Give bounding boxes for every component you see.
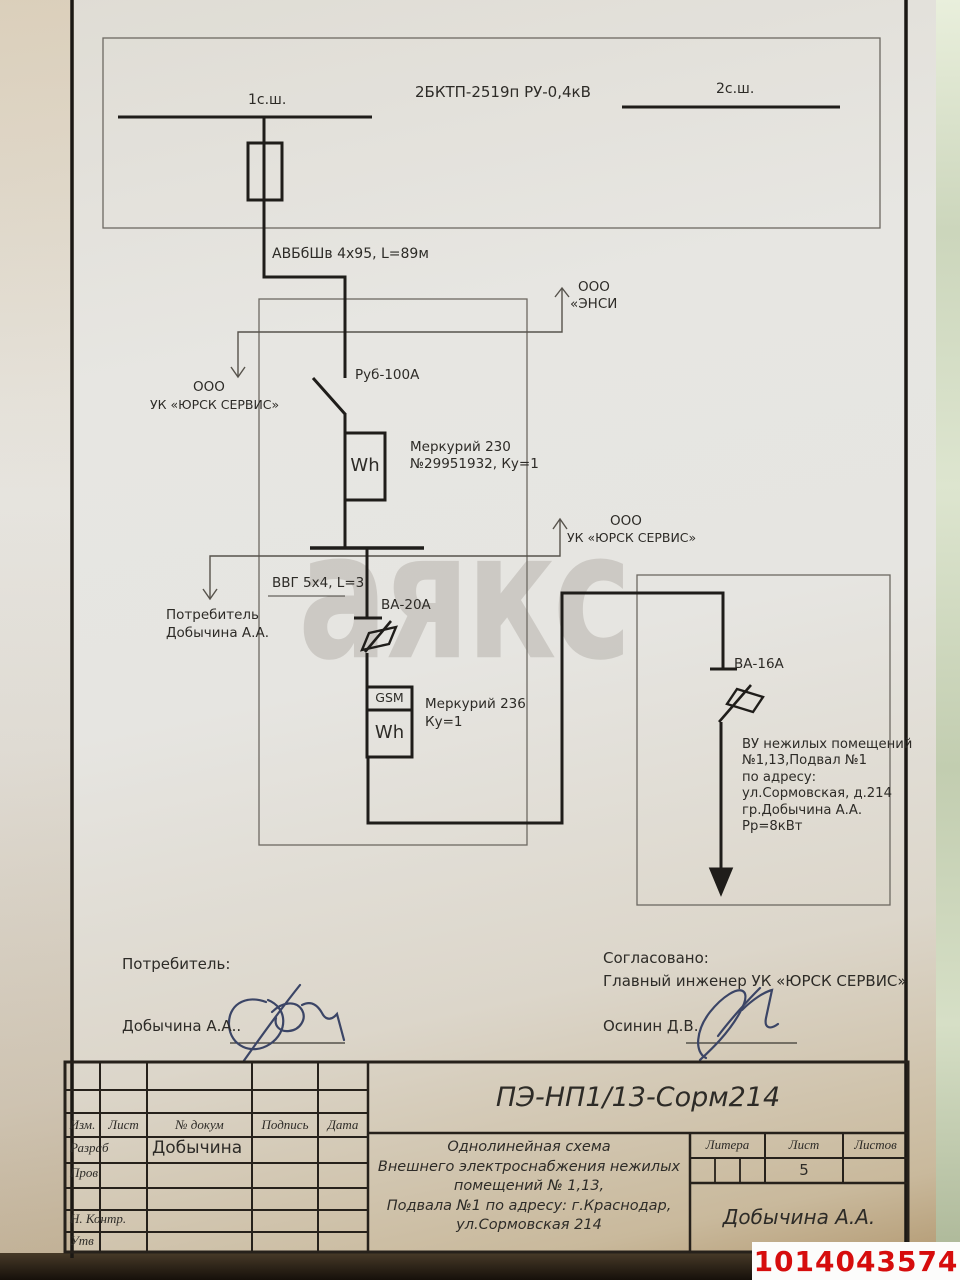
load-line-3: по адресу: — [742, 770, 817, 785]
paper-sheet — [0, 0, 938, 1258]
meter1-serial: №29951932, Ку=1 — [410, 456, 539, 472]
substation-enclosure — [102, 37, 881, 229]
project-title-line-1: Однолинейная схема — [447, 1139, 611, 1155]
boundary-top-right-label-1: ООО — [578, 279, 610, 295]
author-name: Добычина А.А. — [722, 1205, 876, 1229]
load-line-4: ул.Сормовская, д.214 — [742, 786, 892, 801]
meter2-box — [365, 708, 414, 759]
boundary-top-right-arrowhead — [554, 286, 570, 298]
breaker1-label: ВА-20А — [381, 597, 431, 613]
boundary-bottom-right-arrowhead — [552, 517, 568, 530]
boundary-bottom-line — [209, 520, 561, 598]
boundary-top-left-arrowhead — [230, 366, 246, 379]
listov-header: Листов — [854, 1136, 897, 1152]
substation-title: 2БКТП-2519п РУ-0,4кВ — [415, 83, 591, 101]
doc-number: ПЭ-НП1/13-Сорм214 — [495, 1082, 781, 1114]
meter1-wh-label: Wh — [350, 455, 380, 477]
agreed-title: Главный инженер УК «ЮРСК СЕРВИС» — [603, 972, 907, 990]
main-cable-label: АВБбШв 4х95, L=89м — [272, 246, 429, 262]
switch-label: Руб-100А — [355, 367, 420, 383]
feed-to-breaker2-line — [366, 591, 737, 825]
col-header-izm: Изм. — [69, 1116, 96, 1132]
load-line-1: ВУ нежилых помещений — [742, 737, 913, 752]
boundary-bottom-left-label-1: Потребитель — [166, 607, 260, 623]
agreed-name: Осинин Д.В. — [603, 1017, 699, 1035]
circuit-lines — [118, 105, 840, 897]
boundary-top-right-label-2: «ЭНСИ — [570, 296, 618, 312]
metering-enclosure-2 — [636, 574, 891, 906]
row-label-nkontr: Н. Контр. — [70, 1211, 127, 1226]
breaker2-flag — [725, 687, 765, 714]
outgoing-arrowhead — [708, 867, 734, 897]
paper-left-shadow — [0, 0, 74, 1258]
load-line-5: гр.Добычина А.А. — [742, 803, 863, 818]
breaker1-flag — [360, 625, 398, 652]
consumer-label: Потребитель: — [122, 955, 231, 973]
razrab-name: Добычина — [152, 1138, 243, 1158]
row-label-utv: Утв — [70, 1233, 94, 1248]
enclosure-outlines — [102, 37, 891, 906]
breaker1-blade — [364, 620, 392, 653]
project-title-block: Однолинейная схема Внешнего электроснабж… — [372, 1138, 686, 1236]
boundary-lines — [202, 286, 570, 601]
meter2-name: Меркурий 236 — [425, 696, 526, 712]
boundary-bottom-right-label-2: УК «ЮРСК СЕРВИС» — [567, 530, 697, 545]
cable2-label: ВВГ 5х4, L=3 — [272, 575, 365, 591]
col-header-date: Дата — [327, 1116, 359, 1132]
project-title-line-5: ул.Сормовская 214 — [456, 1217, 602, 1233]
breaker2-label: ВА-16А — [734, 656, 784, 672]
boundary-top-left-label-2: УК «ЮРСК СЕРВИС» — [150, 397, 280, 412]
breaker1-contact — [354, 548, 382, 620]
project-title-line-2: Внешнего электроснабжения нежилых — [377, 1158, 681, 1175]
fuse-symbol — [246, 141, 284, 202]
consumer-name: Добычина А.А.. — [122, 1017, 242, 1035]
switch-blade — [311, 377, 347, 433]
list-header: Лист — [788, 1136, 820, 1152]
col-header-list: Лист — [108, 1116, 139, 1132]
litera-header: Литера — [705, 1136, 750, 1152]
load-line-6: Рр=8кВт — [742, 819, 803, 834]
boundary-top-left-label-1: ООО — [193, 379, 225, 395]
plastic-sleeve-edge — [936, 0, 960, 1280]
boundary-bottom-left-arrowhead — [202, 588, 218, 601]
watermark-text: аякс — [298, 493, 632, 700]
project-title-line-4: Подвала №1 по адресу: г.Краснодар, — [386, 1197, 672, 1214]
meter2-wh-label: Wh — [374, 722, 405, 744]
boundary-top-line — [237, 289, 563, 376]
row-label-prov: Пров — [70, 1165, 99, 1180]
col-header-sign: Подпись — [261, 1116, 309, 1132]
list-value: 5 — [799, 1160, 809, 1179]
load-line-2: №1,13,Подвал №1 — [742, 753, 867, 768]
photo-code-badge: 1014043574 — [752, 1242, 960, 1280]
row-label-razrab: Разраб — [70, 1140, 109, 1155]
meter2-ratio: Ку=1 — [425, 714, 463, 730]
consumer-signature-ink — [227, 983, 346, 1064]
meter1-name: Меркурий 230 — [410, 439, 511, 455]
engineer-signature-ink — [697, 986, 780, 1062]
meter2-gsm-label: GSM — [375, 690, 404, 706]
feeder-drop-line — [262, 117, 347, 378]
boundary-bottom-right-label-1: ООО — [610, 513, 642, 529]
bus2-label: 2с.ш. — [716, 81, 755, 97]
title-block-grid — [63, 1060, 910, 1254]
meter1-box — [343, 431, 387, 502]
bus1-label: 1с.ш. — [248, 92, 287, 108]
boundary-bottom-left-label-2: Добычина А.А. — [166, 625, 269, 641]
col-header-docnum: № докум — [175, 1116, 224, 1132]
project-title-line-3: помещений № 1,13, — [453, 1178, 605, 1194]
metering-enclosure-1 — [258, 298, 528, 846]
agreed-label: Согласовано: — [603, 949, 709, 967]
